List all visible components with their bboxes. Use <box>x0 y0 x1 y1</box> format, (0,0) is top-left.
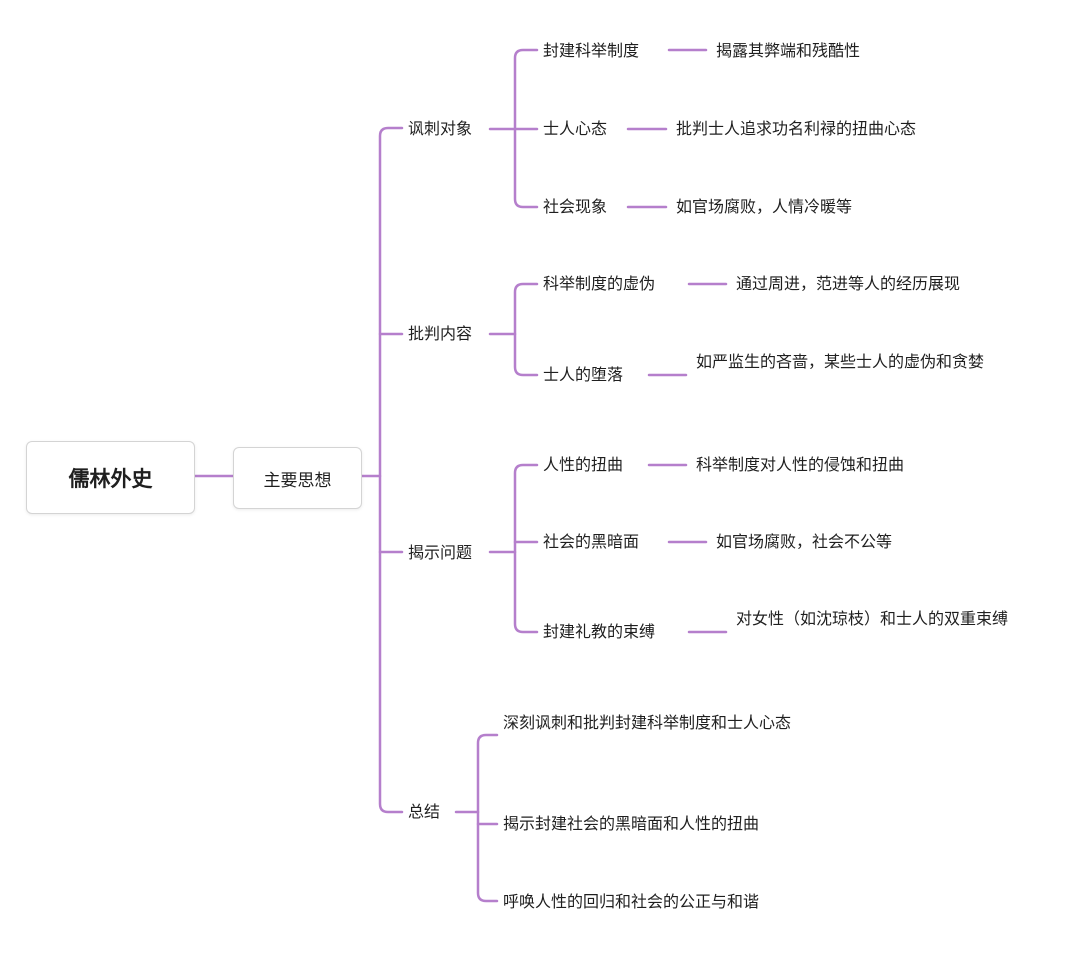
child-label: 士人心态 <box>543 119 608 138</box>
detail-label: 批判士人追求功名利禄的扭曲心态 <box>676 119 917 138</box>
detail-label: 如官场腐败，人情冷暖等 <box>676 197 853 216</box>
branch-label: 总结 <box>408 802 441 821</box>
child-label: 社会现象 <box>543 197 608 216</box>
summary-item: 呼唤人性的回归和社会的公正与和谐 <box>503 892 760 911</box>
branch2-bracket <box>513 463 539 634</box>
main-idea-label: 主要思想 <box>263 470 332 491</box>
root-label: 儒林外史 <box>68 466 153 491</box>
branch1-bracket <box>513 282 539 377</box>
child-label: 社会的黑暗面 <box>543 532 640 551</box>
main-idea-node: 主要思想 <box>233 447 362 509</box>
child-label: 士人的堕落 <box>543 365 624 384</box>
detail-label: 通过周进，范进等人的经历展现 <box>736 274 961 293</box>
detail-label: 揭露其弊端和残酷性 <box>716 41 861 60</box>
detail-label: 科举制度对人性的侵蚀和扭曲 <box>696 455 905 474</box>
branch3-bracket <box>476 733 499 903</box>
branch-label: 揭示问题 <box>408 543 473 562</box>
summary-item: 深刻讽刺和批判封建科举制度和士人心态 <box>503 713 792 732</box>
child-label: 封建礼教的束缚 <box>543 622 656 641</box>
child-label: 科举制度的虚伪 <box>543 274 656 293</box>
detail-label: 如严监生的吝啬，某些士人的虚伪和贪婪 <box>696 352 985 371</box>
child-label: 人性的扭曲 <box>543 455 624 474</box>
detail-label: 对女性（如沈琼枝）和士人的双重束缚 <box>736 609 1009 628</box>
detail-label: 如官场腐败，社会不公等 <box>716 532 893 551</box>
summary-item: 揭示封建社会的黑暗面和人性的扭曲 <box>503 814 760 833</box>
branch-label: 讽刺对象 <box>408 119 473 138</box>
branch-label: 批判内容 <box>408 324 473 343</box>
root-node: 儒林外史 <box>26 441 195 514</box>
child-label: 封建科举制度 <box>543 41 640 60</box>
level1-bracket <box>378 126 404 814</box>
